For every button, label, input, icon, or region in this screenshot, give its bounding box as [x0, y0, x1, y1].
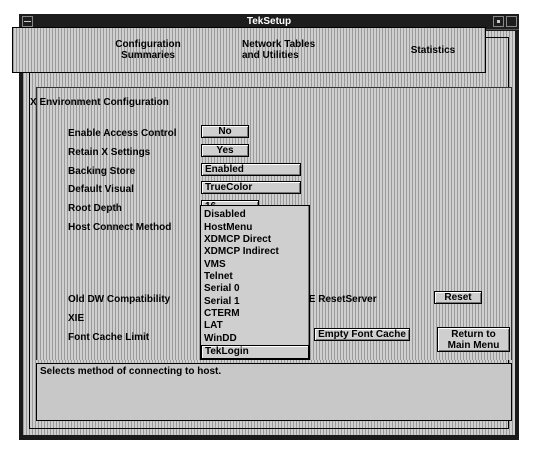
config-summaries-line1: Configuration: [115, 39, 181, 50]
old-dw-compatibility-label: Old DW Compatibility: [68, 294, 171, 305]
config-summaries-line2: Summaries: [121, 50, 175, 61]
reset-server-label: IE ResetServer: [306, 294, 377, 305]
default-visual-button[interactable]: TrueColor: [201, 181, 301, 194]
return-to-main-menu-button[interactable]: Return to Main Menu: [437, 327, 510, 352]
backing-store-label: Backing Store: [68, 166, 136, 177]
retain-x-settings-button[interactable]: Yes: [201, 144, 249, 157]
status-text: Selects method of connecting to host.: [40, 366, 222, 377]
option-hostmenu[interactable]: HostMenu: [204, 222, 253, 233]
host-connect-method-label: Host Connect Method: [68, 222, 172, 233]
statistics-button[interactable]: Statistics: [393, 28, 473, 72]
option-xdmcp-direct[interactable]: XDMCP Direct: [204, 234, 272, 245]
window-title: TekSetup: [246, 16, 292, 27]
network-tables-button[interactable]: Network Tables and Utilities: [242, 28, 342, 72]
option-serial-0[interactable]: Serial 0: [204, 283, 240, 294]
return-line2: Main Menu: [447, 340, 500, 351]
section-title: X Environment Configuration: [30, 97, 169, 108]
enable-access-control-button[interactable]: No: [201, 125, 249, 138]
minimize-icon[interactable]: [493, 16, 504, 27]
return-line1: Return to: [451, 329, 496, 340]
option-vms[interactable]: VMS: [204, 259, 226, 270]
option-disabled[interactable]: Disabled: [204, 209, 246, 220]
option-xdmcp-indirect[interactable]: XDMCP Indirect: [204, 246, 279, 257]
configuration-summaries-button[interactable]: Configuration Summaries: [83, 28, 213, 72]
network-tables-line2: and Utilities: [242, 50, 299, 61]
option-serial-1[interactable]: Serial 1: [204, 296, 240, 307]
empty-font-cache-button[interactable]: Empty Font Cache: [314, 328, 410, 341]
default-visual-label: Default Visual: [68, 184, 134, 195]
status-message-area: Selects method of connecting to host.: [36, 363, 512, 421]
backing-store-button[interactable]: Enabled: [201, 163, 301, 176]
reset-button[interactable]: Reset: [434, 291, 482, 304]
maximize-icon[interactable]: [506, 16, 517, 27]
enable-access-control-label: Enable Access Control: [68, 128, 177, 139]
option-windd[interactable]: WinDD: [204, 333, 237, 344]
host-connect-method-dropdown[interactable]: Disabled HostMenu XDMCP Direct XDMCP Ind…: [200, 205, 310, 360]
network-tables-line1: Network Tables: [242, 39, 316, 50]
statistics-label: Statistics: [410, 44, 456, 56]
option-lat[interactable]: LAT: [204, 320, 223, 331]
font-cache-limit-label: Font Cache Limit: [68, 332, 150, 343]
top-navigation-bar: Configuration Summaries Network Tables a…: [12, 27, 486, 73]
retain-x-settings-label: Retain X Settings: [68, 147, 151, 158]
option-cterm[interactable]: CTERM: [204, 308, 240, 319]
window-menu-icon[interactable]: [22, 16, 33, 27]
option-telnet[interactable]: Telnet: [204, 271, 233, 282]
option-teklogin-selected[interactable]: TekLogin: [201, 345, 309, 359]
xie-label: XIE: [68, 313, 85, 324]
root-depth-label: Root Depth: [68, 203, 122, 214]
